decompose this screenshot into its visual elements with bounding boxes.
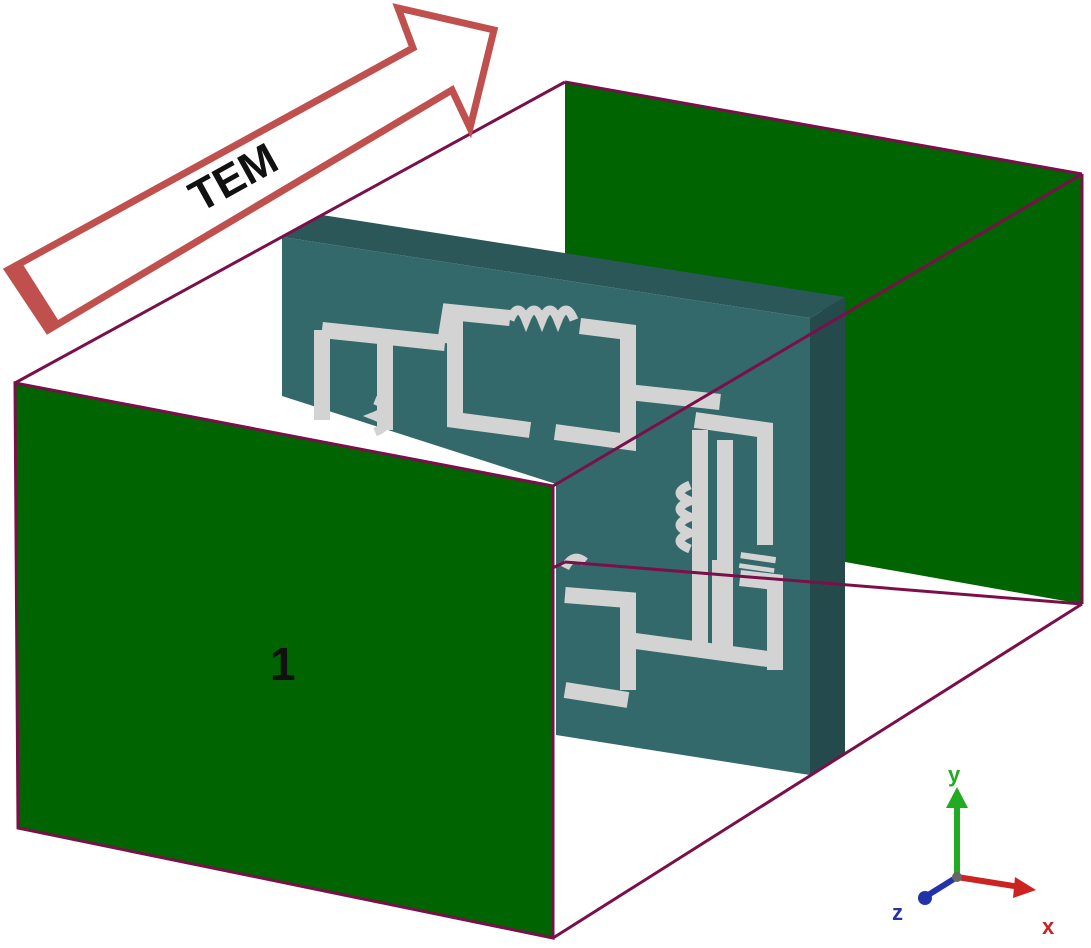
substrate-side (810, 297, 845, 775)
x-axis-arrowhead (1013, 877, 1036, 898)
port-1-face (13, 381, 555, 940)
y-axis-label: y (948, 762, 961, 787)
substrate-top (282, 215, 845, 318)
y-axis-arrowhead (946, 787, 968, 808)
tem-arrow (2, 3, 499, 335)
inductor-coils (362, 305, 703, 571)
x-axis-label: x (1042, 914, 1055, 939)
port-number-label: 1 (270, 638, 296, 690)
z-axis-label: z (892, 900, 903, 925)
tem-arrow-tail (8, 263, 60, 330)
z-axis-arrowhead (918, 891, 932, 905)
back-port-face (565, 82, 1082, 604)
capacitor-gaps (534, 420, 791, 571)
axis-triad: y x z (892, 762, 1055, 939)
axis-origin (952, 872, 962, 882)
